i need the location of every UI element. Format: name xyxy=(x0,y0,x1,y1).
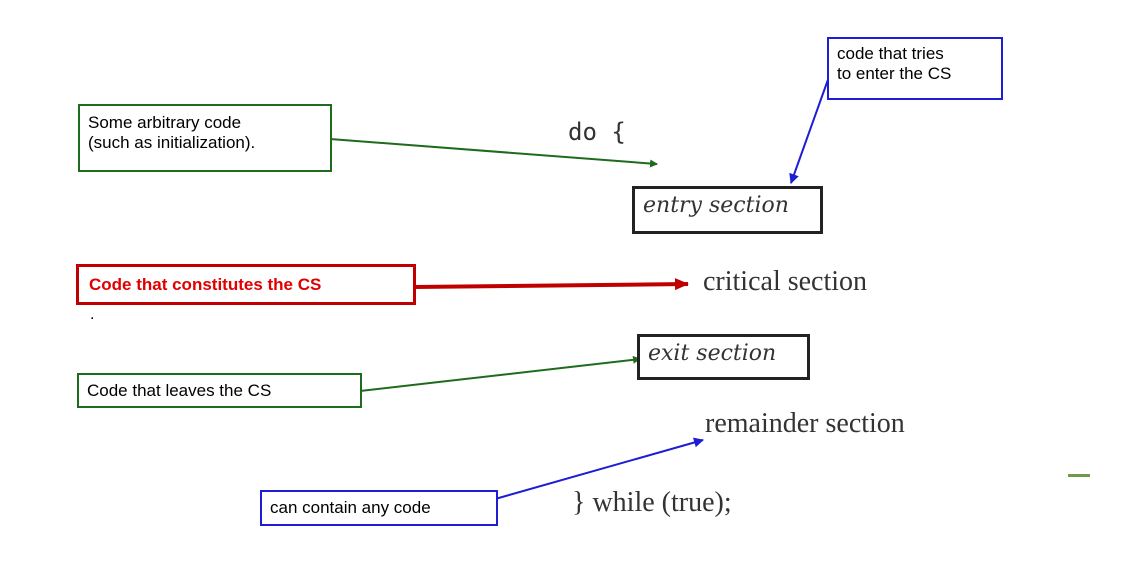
annotation-try-enter-line1: code that tries xyxy=(837,44,944,63)
stray-mark xyxy=(1068,474,1090,477)
arrow-arbitrary-to-do xyxy=(329,138,658,168)
code-entry-section: entry section xyxy=(632,186,823,234)
code-critical-section: critical section xyxy=(703,266,868,297)
code-exit-section-text: exit section xyxy=(648,341,777,366)
annotation-arbitrary-code: Some arbitrary code (such as initializat… xyxy=(78,104,332,172)
annotation-try-enter-line2: to enter the CS xyxy=(837,64,952,83)
arrow-any-code-to-remainder xyxy=(494,437,704,500)
code-entry-section-text: entry section xyxy=(643,193,789,218)
annotation-arbitrary-code-line1: Some arbitrary code xyxy=(88,113,242,132)
arrow-constitutes-to-critical xyxy=(413,278,689,291)
annotation-leaves-cs-text: Code that leaves the CS xyxy=(87,381,272,400)
annotation-any-code-text: can contain any code xyxy=(270,498,431,517)
code-do: do { xyxy=(568,118,626,146)
annotation-any-code: can contain any code xyxy=(260,490,498,526)
annotation-constitutes-cs: Code that constitutes the CS xyxy=(76,264,416,305)
code-exit-section: exit section xyxy=(637,334,810,380)
annotation-arbitrary-code-line2: (such as initialization). xyxy=(88,133,256,152)
stray-dot: . xyxy=(90,306,95,323)
code-while: } while (true); xyxy=(572,487,732,518)
annotation-leaves-cs: Code that leaves the CS xyxy=(77,373,362,408)
arrow-leaves-to-exit xyxy=(359,355,641,392)
annotation-try-enter: code that tries to enter the CS xyxy=(827,37,1003,100)
annotation-constitutes-cs-text: Code that constitutes the CS xyxy=(89,275,322,294)
arrow-try-enter-to-entry xyxy=(789,73,831,184)
code-remainder-section: remainder section xyxy=(705,408,905,439)
